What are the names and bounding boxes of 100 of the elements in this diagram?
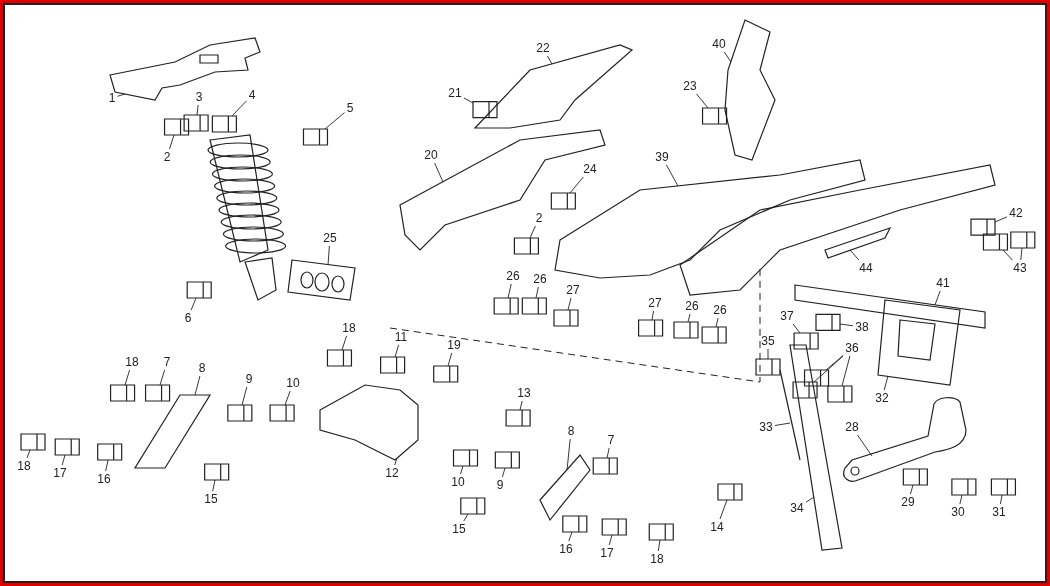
callout-number: 15 — [452, 522, 466, 536]
leader-line — [566, 438, 571, 471]
callout-number: 27 — [648, 296, 662, 310]
callout-number: 10 — [286, 376, 300, 390]
leader-line — [460, 465, 464, 475]
callout-number: 4 — [248, 88, 256, 102]
callout-number: 39 — [655, 150, 669, 164]
callout-number: 21 — [448, 86, 462, 100]
callout-number: 1 — [108, 91, 116, 105]
callout-number: 25 — [323, 231, 337, 245]
leader-line — [568, 531, 573, 542]
callout-number: 34 — [790, 501, 804, 515]
leader-line — [723, 51, 732, 63]
leader-line — [651, 310, 655, 321]
callout-number: 9 — [496, 478, 504, 492]
leader-line — [241, 386, 248, 406]
leader-line — [327, 245, 330, 266]
callout-number: 20 — [424, 148, 438, 162]
leader-line — [719, 499, 728, 520]
leader-line — [1020, 247, 1023, 261]
leader-line — [341, 335, 347, 351]
leader-line — [715, 317, 719, 328]
leader-line — [687, 313, 691, 323]
callout-number: 38 — [855, 320, 869, 334]
leader-line — [169, 134, 175, 150]
callout-number: 40 — [712, 37, 726, 51]
leader-line — [26, 449, 31, 459]
callout-number: 44 — [859, 261, 873, 275]
leader-line — [61, 454, 66, 466]
leader-line — [839, 323, 854, 327]
leader-line — [231, 100, 247, 117]
callout-number: 18 — [342, 321, 356, 335]
leader-line — [324, 112, 345, 130]
callout-number: 15 — [204, 492, 218, 506]
leader-line — [212, 479, 216, 492]
leader-line — [159, 369, 166, 386]
callout-number: 11 — [394, 330, 408, 344]
callout-number: 17 — [53, 466, 67, 480]
leader-line — [909, 484, 914, 495]
leader-line — [994, 216, 1008, 223]
leader-line — [501, 467, 506, 478]
leader-line — [665, 164, 679, 187]
leader-line — [805, 496, 815, 503]
leader-line — [959, 494, 963, 505]
callout-number: 8 — [567, 424, 575, 438]
leader-line — [883, 375, 889, 391]
callout-number: 6 — [184, 311, 192, 325]
leader-line — [774, 422, 791, 426]
leader-line — [284, 390, 291, 406]
callout-number: 36 — [845, 341, 859, 355]
leader-line — [434, 162, 444, 183]
callout-number: 26 — [506, 269, 520, 283]
callout-number: 18 — [17, 459, 31, 473]
leader-line — [696, 93, 709, 109]
leader-line — [857, 434, 873, 457]
leader-line — [547, 55, 553, 65]
leader-line — [447, 352, 453, 367]
callout-number: 10 — [451, 475, 465, 489]
callout-number: 16 — [97, 472, 111, 486]
callout-number: 26 — [713, 303, 727, 317]
leader-line — [569, 176, 584, 194]
callout-number: 18 — [125, 355, 139, 369]
leader-line — [529, 225, 536, 239]
leader-line — [813, 355, 844, 383]
leader-line — [194, 375, 201, 396]
callout-number: 17 — [600, 546, 614, 560]
callout-number: 43 — [1013, 261, 1027, 275]
leader-line — [394, 344, 400, 358]
leader-line — [117, 93, 126, 97]
callout-number: 42 — [1009, 206, 1023, 220]
callout-number: 35 — [761, 334, 775, 348]
leader-line — [825, 355, 844, 371]
callout-number: 12 — [385, 466, 399, 480]
callout-number: 2 — [163, 150, 171, 164]
callout-number: 5 — [346, 101, 354, 115]
leader-line — [463, 513, 469, 522]
callout-number: 8 — [198, 361, 206, 375]
leader-line — [767, 348, 769, 360]
leader-line — [507, 283, 512, 299]
leader-line — [105, 459, 109, 472]
callout-number: 7 — [607, 433, 615, 447]
callout-number: 30 — [951, 505, 965, 519]
leader-line — [606, 447, 610, 459]
callout-number: 41 — [936, 276, 950, 290]
leader-line — [1002, 249, 1013, 261]
callout-number: 27 — [566, 283, 580, 297]
leader-line — [999, 494, 1003, 505]
callout-number: 16 — [559, 542, 573, 556]
leader-line — [190, 297, 197, 311]
callout-number: 18 — [650, 552, 664, 566]
callout-number: 2 — [535, 211, 543, 225]
callout-number: 24 — [583, 162, 597, 176]
callout-number: 26 — [533, 272, 547, 286]
callout-number: 19 — [447, 338, 461, 352]
leader-line — [841, 355, 851, 387]
leader-line — [124, 369, 131, 386]
leader-line — [934, 290, 941, 306]
leader-line — [849, 249, 860, 261]
leader-line — [657, 539, 661, 552]
callout-number: 29 — [901, 495, 915, 509]
